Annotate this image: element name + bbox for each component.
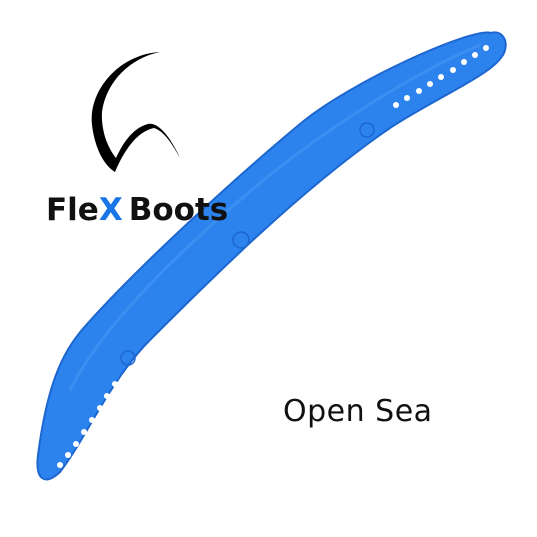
strap <box>36 31 507 481</box>
product-caption: Open Sea <box>283 394 433 429</box>
logo-text-prefix: Fle <box>46 192 99 228</box>
strap-emboss-marks <box>120 122 375 366</box>
strap-holes-bottom <box>57 381 118 468</box>
strap-highlight <box>68 43 481 391</box>
logo-text-suffix: Boots <box>129 192 229 228</box>
strap-holes-top <box>393 45 489 108</box>
logo-text-x: X <box>99 192 123 228</box>
logo-swoosh <box>91 52 180 172</box>
